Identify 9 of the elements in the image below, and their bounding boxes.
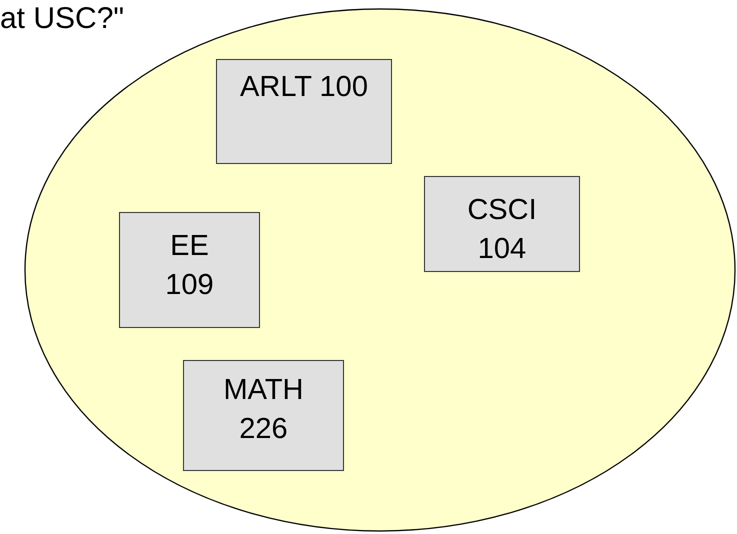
course-box (119, 212, 260, 328)
caption-text: at USC?" (0, 1, 124, 37)
course-label: MATH 226 (222, 373, 304, 447)
course-label: CSCI 104 (466, 193, 538, 267)
course-box (424, 176, 580, 272)
course-label: EE 109 (164, 229, 215, 303)
course-box (216, 59, 392, 164)
course-box (183, 360, 344, 471)
course-label: ARLT 100 (239, 70, 369, 105)
